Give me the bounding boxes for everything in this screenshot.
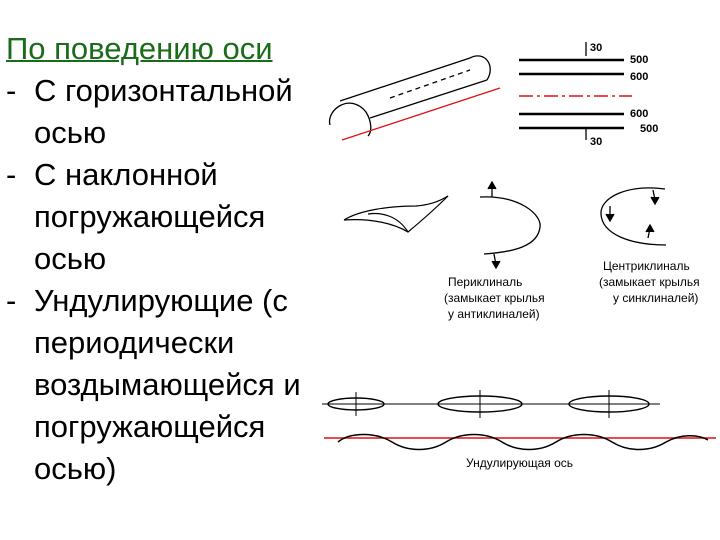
centriclinal-arrowhead-1 (650, 196, 660, 206)
label-top-30: 30 (590, 42, 602, 54)
bullet-text: Ундулирующие (с периодически воздымающей… (34, 283, 301, 486)
cylinder-bottom-edge (369, 79, 488, 119)
periclinal-note-2: у антиклиналей) (448, 307, 540, 321)
horizontal-axis-red (341, 87, 501, 141)
periclinal-arrowhead-down (491, 260, 501, 270)
bullet-dash: - (6, 73, 17, 108)
label-500-bottom: 500 (640, 123, 658, 135)
bullet-dash: - (6, 157, 17, 192)
cylinder-back-cap (469, 55, 491, 81)
periclinal-arrowhead-up (487, 180, 497, 190)
bullet-horizontal: - С горизонтальной осью (6, 70, 321, 154)
centriclinal-label: Центриклиналь (603, 259, 690, 273)
bullet-text: С горизонтальной осью (34, 73, 293, 150)
horizontal-fold-sketch (329, 55, 501, 141)
bullet-plunging: - С наклонной погружающейся осью (6, 154, 321, 280)
horizontal-fold-map (519, 42, 632, 140)
cylinder-top-edge (339, 57, 471, 102)
cylinder-front-cap (329, 102, 372, 137)
periclinal-note-1: (замыкает крылья (444, 291, 545, 305)
undulating-profile (324, 433, 716, 451)
undulating-map (322, 390, 660, 418)
label-bottom-30: 30 (590, 136, 602, 148)
centriclinal-sketch (600, 187, 667, 246)
centriclinal-arc (600, 187, 667, 246)
plunging-fold-ridge (367, 212, 409, 233)
plunging-fold-upper (343, 195, 449, 221)
centriclinal-arrowhead-3 (645, 223, 655, 233)
label-500-top: 500 (630, 54, 648, 66)
undulating-label: Ундулирующая ось (466, 456, 573, 470)
periclinal-label: Периклиналь (448, 275, 522, 289)
bullet-dash: - (6, 283, 17, 318)
label-600-top: 600 (630, 71, 648, 83)
centriclinal-arrowhead-2 (605, 213, 615, 223)
text-panel: По поведению оси - С горизонтальной осью… (6, 28, 321, 490)
heading: По поведению оси (6, 31, 273, 66)
centriclinal-note-1: (замыкает крылья (599, 275, 700, 289)
label-600-bottom: 600 (630, 108, 648, 120)
centriclinal-note-2: у синклиналей) (613, 291, 698, 305)
undulating-axis-wave (337, 433, 709, 451)
plunging-fold-sketch (343, 195, 449, 233)
cylinder-inner-line (389, 69, 471, 99)
periclinal-sketch (479, 180, 541, 270)
plunging-fold-lower (343, 195, 449, 233)
bullet-undulating: - Ундулирующие (с периодически воздымающ… (6, 280, 321, 490)
bullet-text: С наклонной погружающейся осью (34, 157, 266, 276)
periclinal-arc (479, 196, 541, 255)
